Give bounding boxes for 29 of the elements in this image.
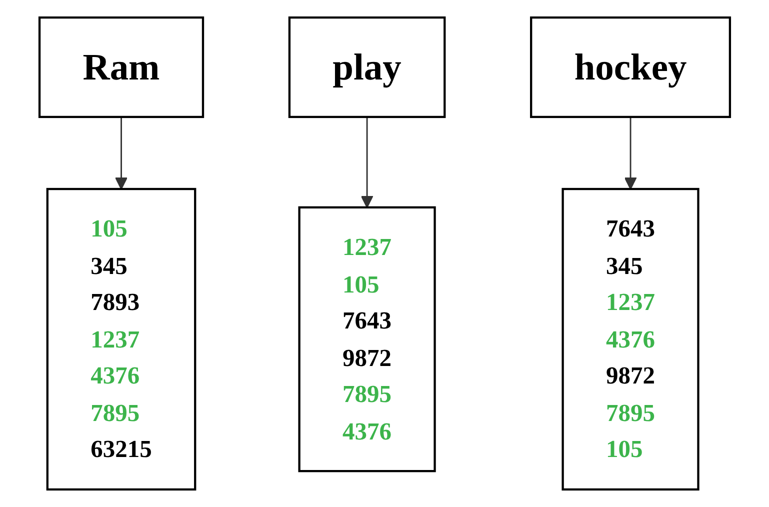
number-text: 105 (606, 434, 644, 465)
number-text: 105 (342, 269, 380, 300)
number-list-box (298, 206, 436, 472)
number-text: 4376 (606, 324, 655, 355)
number-text: 7893 (90, 287, 140, 318)
number-list-box (46, 188, 196, 491)
number-text: 1237 (606, 287, 655, 318)
number-text: 9872 (342, 342, 392, 373)
number-text: 9872 (606, 360, 655, 392)
number-text: 1237 (342, 232, 392, 263)
arrow (114, 116, 128, 190)
number-text: 4376 (342, 416, 392, 446)
number-text: 7895 (606, 398, 655, 428)
number-text: 7643 (606, 214, 655, 244)
number-list-box (561, 188, 700, 491)
number-text: 7643 (342, 306, 392, 336)
word-box: hockey (530, 16, 731, 118)
word-box: Ram (38, 16, 204, 118)
arrow (360, 116, 374, 208)
number-text: 345 (606, 250, 644, 282)
number-text: 1237 (90, 324, 140, 355)
number-text: 63215 (90, 434, 152, 465)
number-text: 7895 (90, 398, 140, 428)
arrow (624, 116, 637, 190)
number-text: 345 (90, 250, 128, 282)
number-text: 4376 (90, 360, 140, 392)
number-text: 105 (90, 214, 128, 244)
number-text: 7895 (342, 379, 392, 410)
word-box: play (288, 16, 446, 118)
